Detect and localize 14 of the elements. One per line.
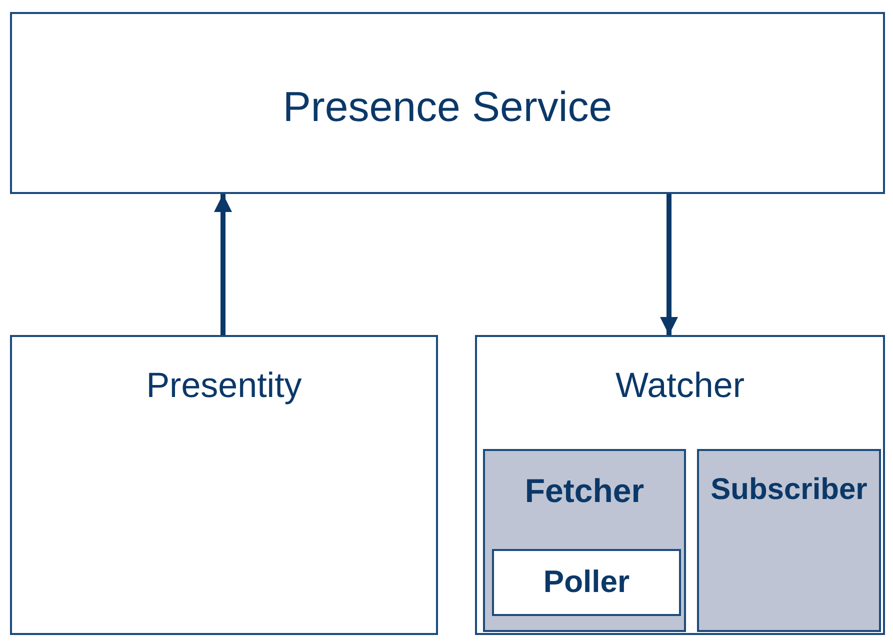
component-box [697, 449, 881, 632]
component-box [483, 449, 686, 632]
module-box [10, 335, 438, 635]
arrow [660, 194, 678, 335]
arrow [214, 194, 232, 335]
box-label: Presence Service [282, 84, 612, 130]
module-box [492, 549, 681, 616]
box-label: Subscriber [710, 473, 868, 506]
box-label: Presentity [146, 367, 302, 406]
box-label: Poller [543, 565, 630, 600]
module-box [475, 335, 885, 635]
box-label: Watcher [615, 367, 744, 406]
module-box [10, 12, 885, 194]
box-label: Fetcher [524, 473, 644, 510]
